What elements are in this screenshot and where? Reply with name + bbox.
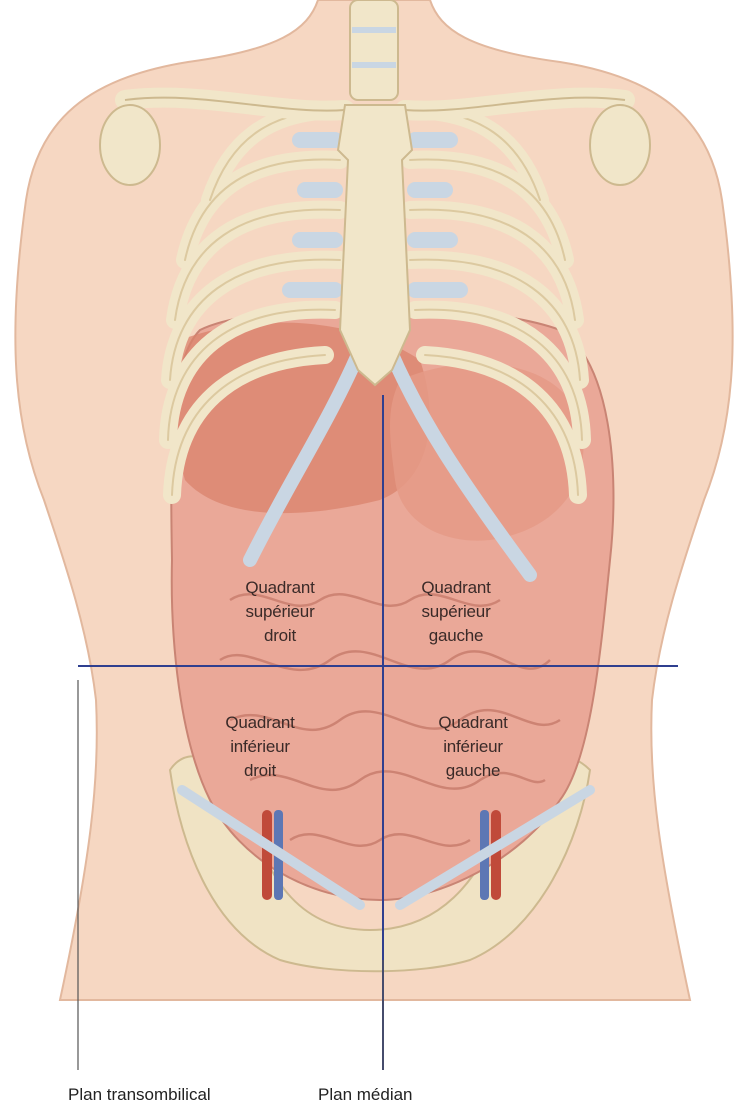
- cervical-spine: [350, 0, 398, 100]
- quadrant-upper-right-label: Quadrant supérieur droit: [195, 576, 365, 648]
- sternum: [338, 105, 412, 385]
- median-plane-caption: Plan médian: [318, 1085, 413, 1105]
- left-shoulder-joint: [100, 105, 160, 185]
- quadrant-upper-left-label: Quadrant supérieur gauche: [371, 576, 541, 648]
- quadrant-lower-left-label: Quadrant inférieur gauche: [388, 711, 558, 783]
- transumbilical-plane-caption: Plan transombilical: [68, 1085, 211, 1105]
- right-shoulder-joint: [590, 105, 650, 185]
- quadrant-lower-right-label: Quadrant inférieur droit: [175, 711, 345, 783]
